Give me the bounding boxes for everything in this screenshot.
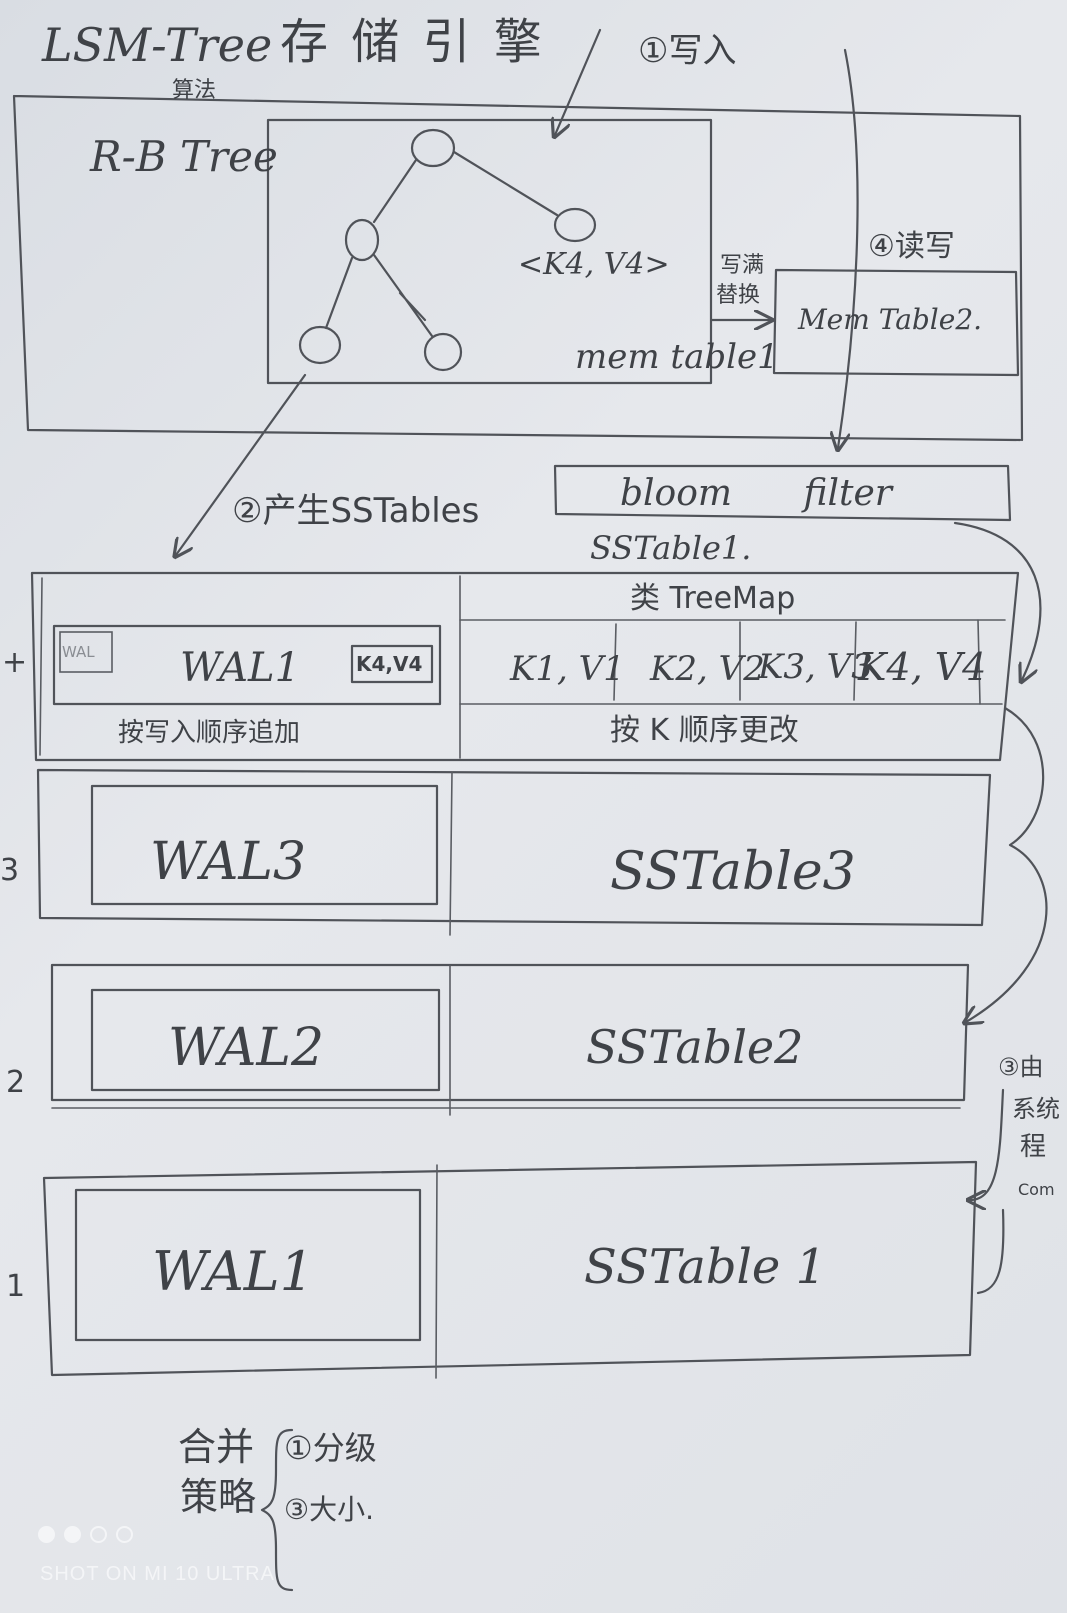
tree-node-left-left — [298, 325, 342, 365]
level2-left-mark: 2 — [6, 1065, 26, 1100]
kv-cell-2: K2, V2 — [650, 649, 765, 689]
memtable1-label: mem table1 — [575, 337, 779, 377]
write-arrow — [555, 28, 602, 135]
memory-frame — [12, 94, 1024, 442]
rb-tree-label: R-B Tree — [90, 132, 278, 181]
level4-wal-box — [52, 624, 442, 706]
bloom-to-sstable-arrow — [953, 521, 1042, 680]
level4-wal-label: WAL1 — [180, 645, 301, 691]
step1-write-label: ①写入 — [638, 31, 737, 71]
flush-arrow — [176, 373, 307, 555]
level2-wal-label: WAL2 — [168, 1018, 325, 1078]
bloom-filter-label: bloom filter — [620, 473, 892, 514]
level3-left-mark: 3 — [0, 853, 20, 888]
merge-option-1: ①分级 — [284, 1429, 377, 1467]
tree-edges — [324, 150, 559, 338]
level2-frame — [50, 963, 970, 1102]
merge-label-1: 合并 — [178, 1425, 255, 1469]
merge-label-2: 策略 — [180, 1475, 257, 1519]
level4-wal-faint: WAL — [62, 643, 95, 661]
kv-cell-3: K3, V3 — [758, 647, 873, 687]
level3-wal-box — [90, 784, 439, 906]
kv-cell-1: K1, V1 — [510, 649, 625, 689]
bloom-sstable-caption: SSTable1. — [590, 529, 752, 567]
read-write-arrow — [838, 48, 859, 448]
bloom-filter-box — [553, 464, 1012, 522]
level1-sstable-label: SSTable 1 — [584, 1239, 827, 1295]
level4-frame — [30, 571, 1020, 762]
level3-wal-label: WAL3 — [150, 832, 307, 892]
level1-frame — [42, 1160, 978, 1377]
tree-node-root — [410, 128, 456, 168]
compaction-arrow-upper — [966, 706, 1048, 1022]
memtable1-box — [266, 118, 713, 385]
level1-wal-box — [74, 1188, 422, 1342]
tree-node-left-right — [423, 332, 463, 372]
memtable2-box — [772, 268, 1020, 377]
level4-left-mark: + — [2, 645, 28, 680]
level1-wal-label: WAL1 — [152, 1240, 315, 1303]
level3-frame — [36, 768, 992, 927]
title-lsm-tree: LSM-Tree — [42, 18, 273, 72]
merge-brace — [260, 1428, 294, 1592]
level2-wal-box — [90, 988, 441, 1092]
compaction-note-1: ③由 — [998, 1053, 1044, 1081]
level2-sstable-label: SSTable2 — [586, 1020, 804, 1074]
camera-logo — [38, 1526, 133, 1543]
level4-wal-entry: K4,V4 — [356, 652, 423, 676]
wal-entry-box — [350, 644, 434, 684]
tree-node-right — [553, 207, 597, 243]
compaction-note-2: 系统 — [1012, 1095, 1060, 1123]
level4-wal-caption: 按写入顺序追加 — [118, 718, 301, 748]
level1-left-mark: 1 — [6, 1269, 26, 1304]
level4-kv-caption: 按 K 顺序更改 — [610, 713, 799, 748]
kv-cell-4: K4, V4 — [858, 645, 987, 689]
level4-treemap-label: 类 TreeMap — [630, 581, 796, 616]
merge-option-2: ③大小. — [284, 1493, 375, 1526]
camera-watermark: SHOT ON MI 10 ULTRA — [40, 1563, 275, 1585]
tree-node-left — [344, 218, 380, 262]
compaction-note-4: Com — [1018, 1180, 1055, 1199]
title-algorithm: 算法 — [172, 78, 217, 103]
compaction-arrow-lower — [970, 1088, 1005, 1200]
swap-label-1: 写满 — [720, 253, 765, 278]
step2-produce-sstables: ②产生SSTables — [232, 491, 480, 531]
tree-node-label: <K4, V4> — [518, 247, 670, 282]
compaction-note-3: 程 — [1020, 1132, 1047, 1162]
level3-sstable-label: SSTable3 — [610, 842, 856, 902]
compaction-arrow-bottom — [976, 1208, 1005, 1295]
step4-read-write-label: ④读写 — [868, 229, 955, 264]
memtable2-label: Mem Table2. — [798, 303, 983, 336]
title-storage-engine: 存 储 引 擎 — [280, 14, 546, 70]
swap-label-2: 替换 — [716, 283, 761, 308]
